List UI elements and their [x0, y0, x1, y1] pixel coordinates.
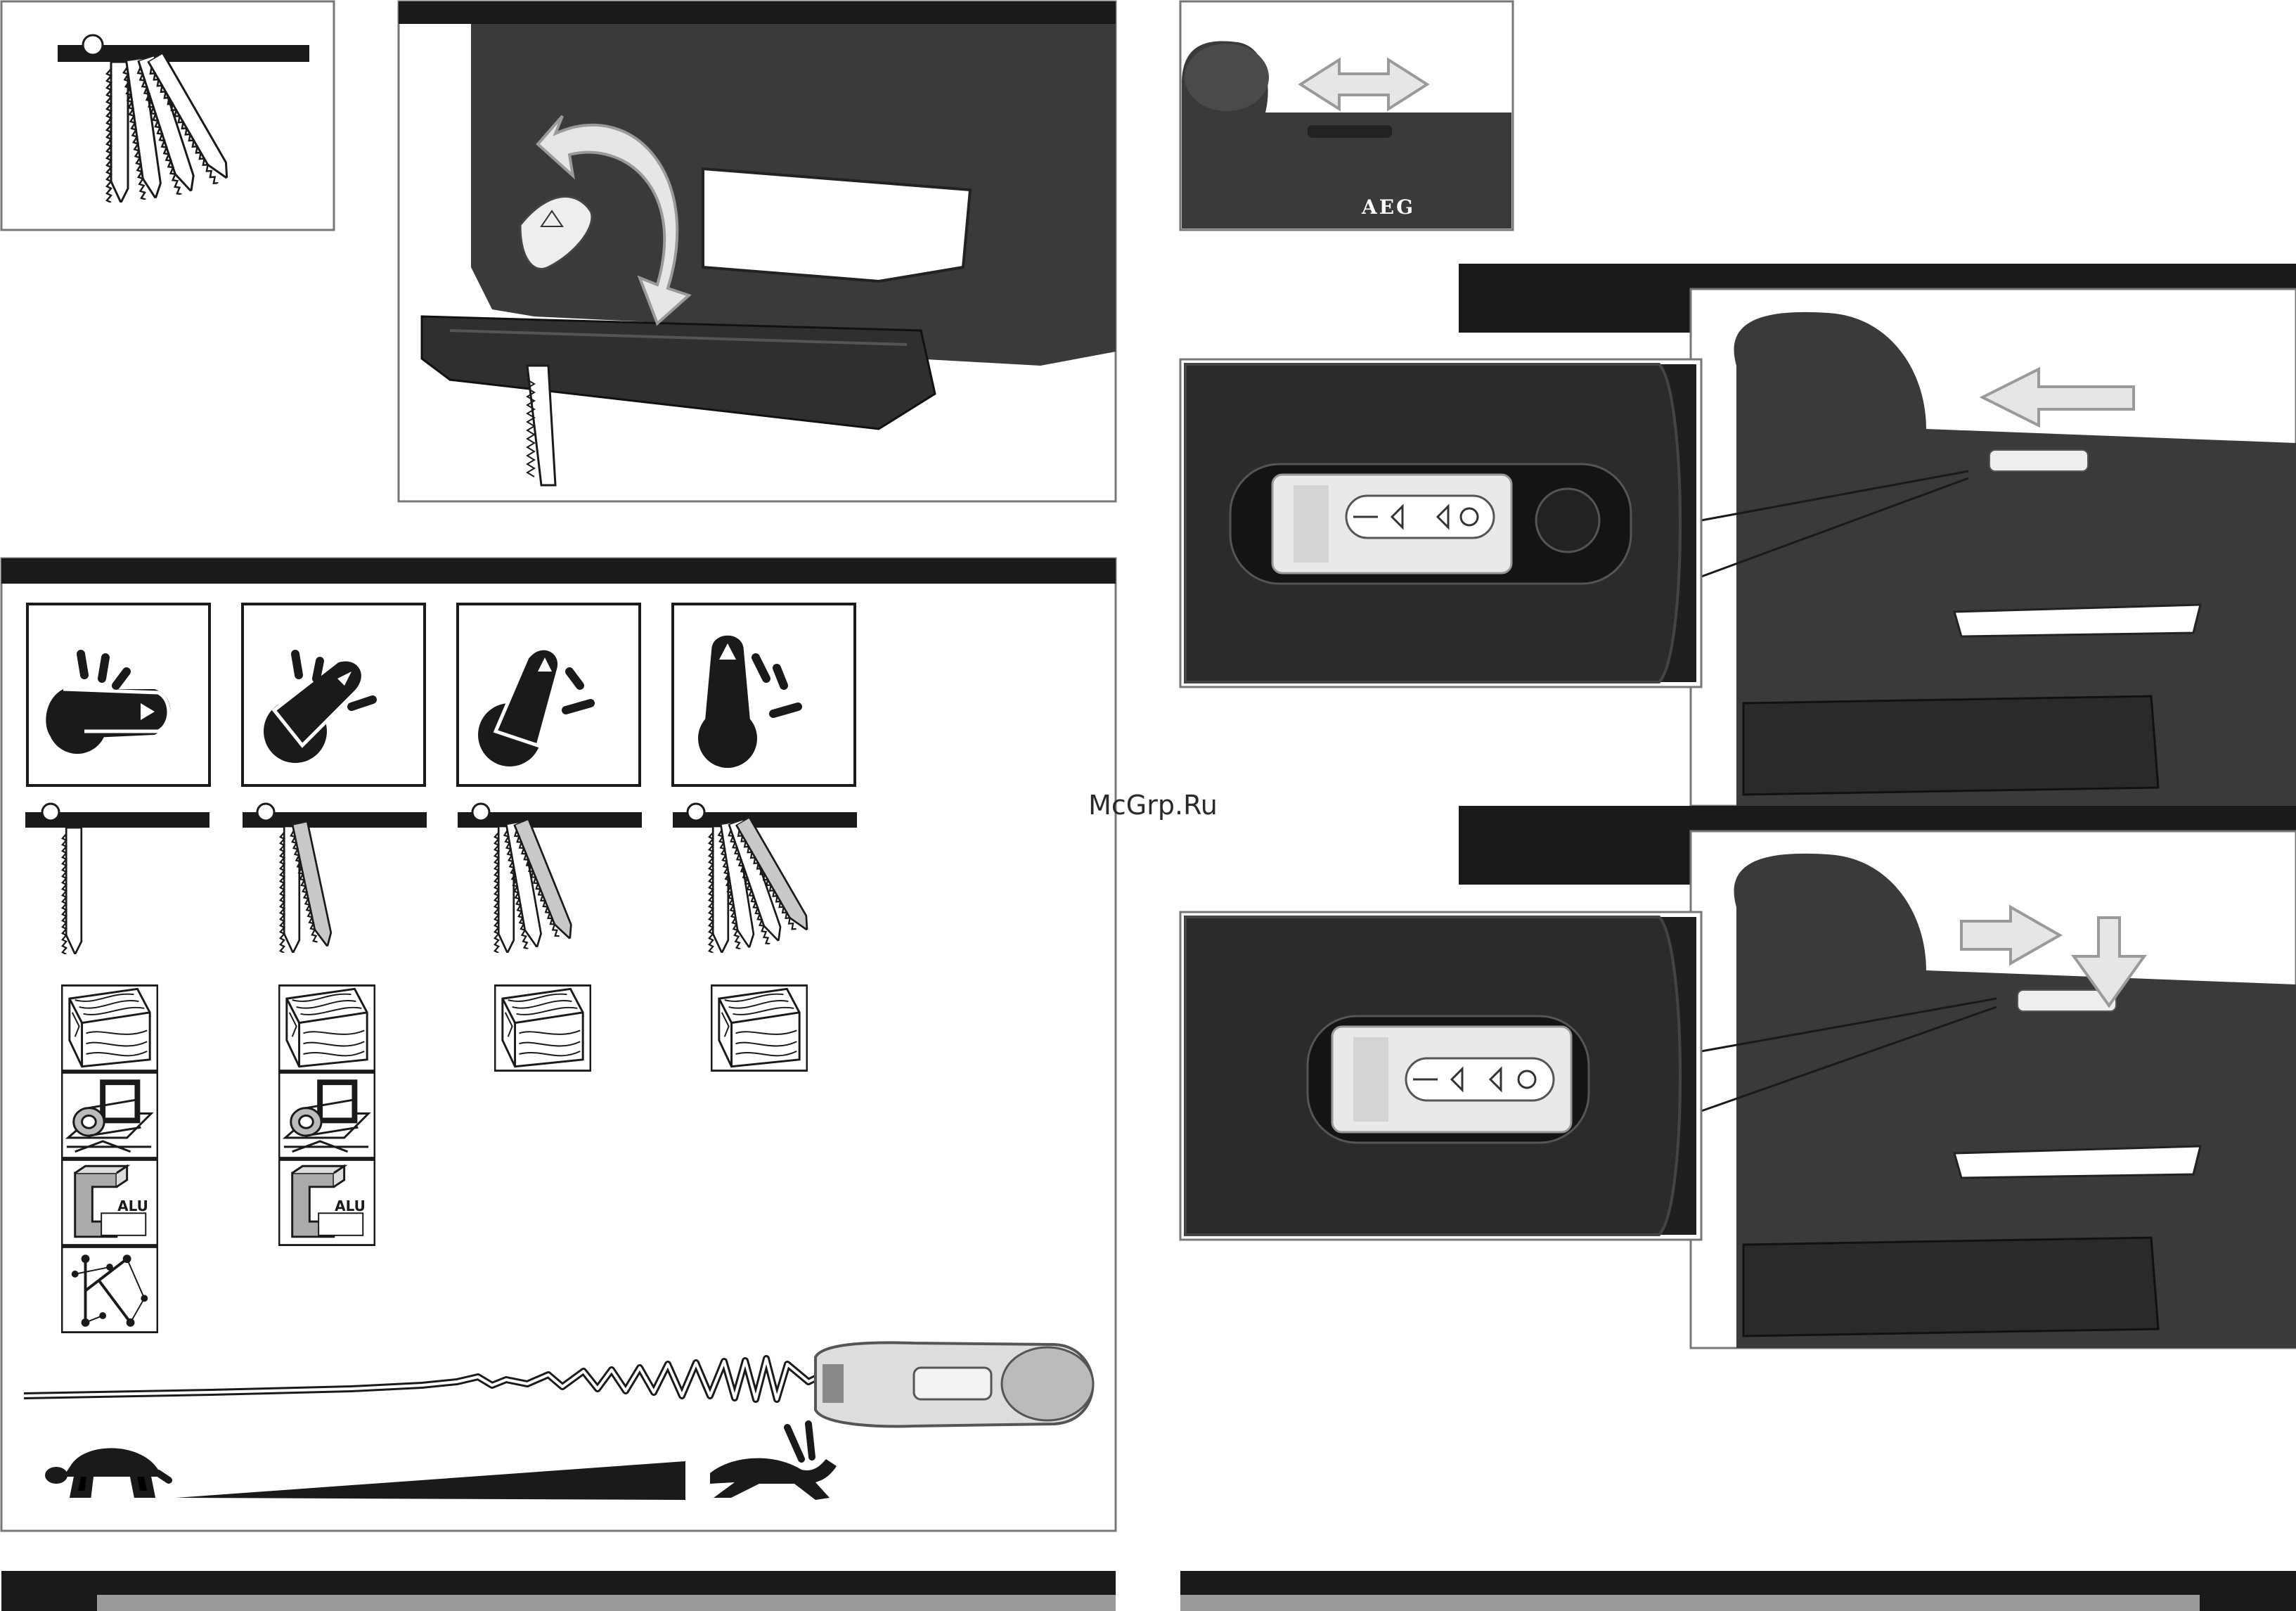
- jigsaw-pendulum-knob-figure: [399, 1, 1116, 501]
- footer-bar-right: [1180, 1571, 2296, 1611]
- materials-column-1: ALU: [279, 985, 375, 1245]
- switch-lock-figure: [1180, 806, 2296, 1348]
- switch-unlock-figure: [1180, 264, 2296, 806]
- alu-label: ALU: [335, 1198, 366, 1214]
- wood-icon: [495, 985, 591, 1070]
- knob-position-3-icon: [673, 604, 855, 785]
- switch-closeup-unlocked: [1180, 359, 1701, 687]
- speed-dial-tool-icon: [815, 1342, 1093, 1426]
- alu-label: ALU: [117, 1198, 148, 1214]
- pipe-profile-icon: [62, 1072, 157, 1157]
- materials-column-0: ALU: [62, 985, 157, 1332]
- plastic-icon: [62, 1247, 157, 1332]
- blade-pendulum-overview: [1, 1, 334, 230]
- wood-icon: [62, 985, 157, 1070]
- switch-slide-figure: AEG: [1180, 1, 1513, 230]
- knob-position-0-icon: [27, 604, 209, 785]
- wood-icon: [711, 985, 807, 1070]
- materials-column-3: [711, 985, 807, 1070]
- wood-icon: [279, 985, 375, 1070]
- watermark-text: McGrp.Ru: [1088, 790, 1218, 821]
- pipe-profile-icon: [279, 1072, 375, 1157]
- knob-position-1-icon: [243, 604, 425, 785]
- switch-closeup-locked: [1180, 912, 1701, 1240]
- brand-logo: AEG: [1361, 195, 1415, 219]
- knob-position-2-icon: [458, 604, 640, 785]
- materials-column-2: [495, 985, 591, 1070]
- pendulum-settings-panel: ALU ALU: [1, 558, 1116, 1531]
- footer-bar-left: [1, 1571, 1116, 1611]
